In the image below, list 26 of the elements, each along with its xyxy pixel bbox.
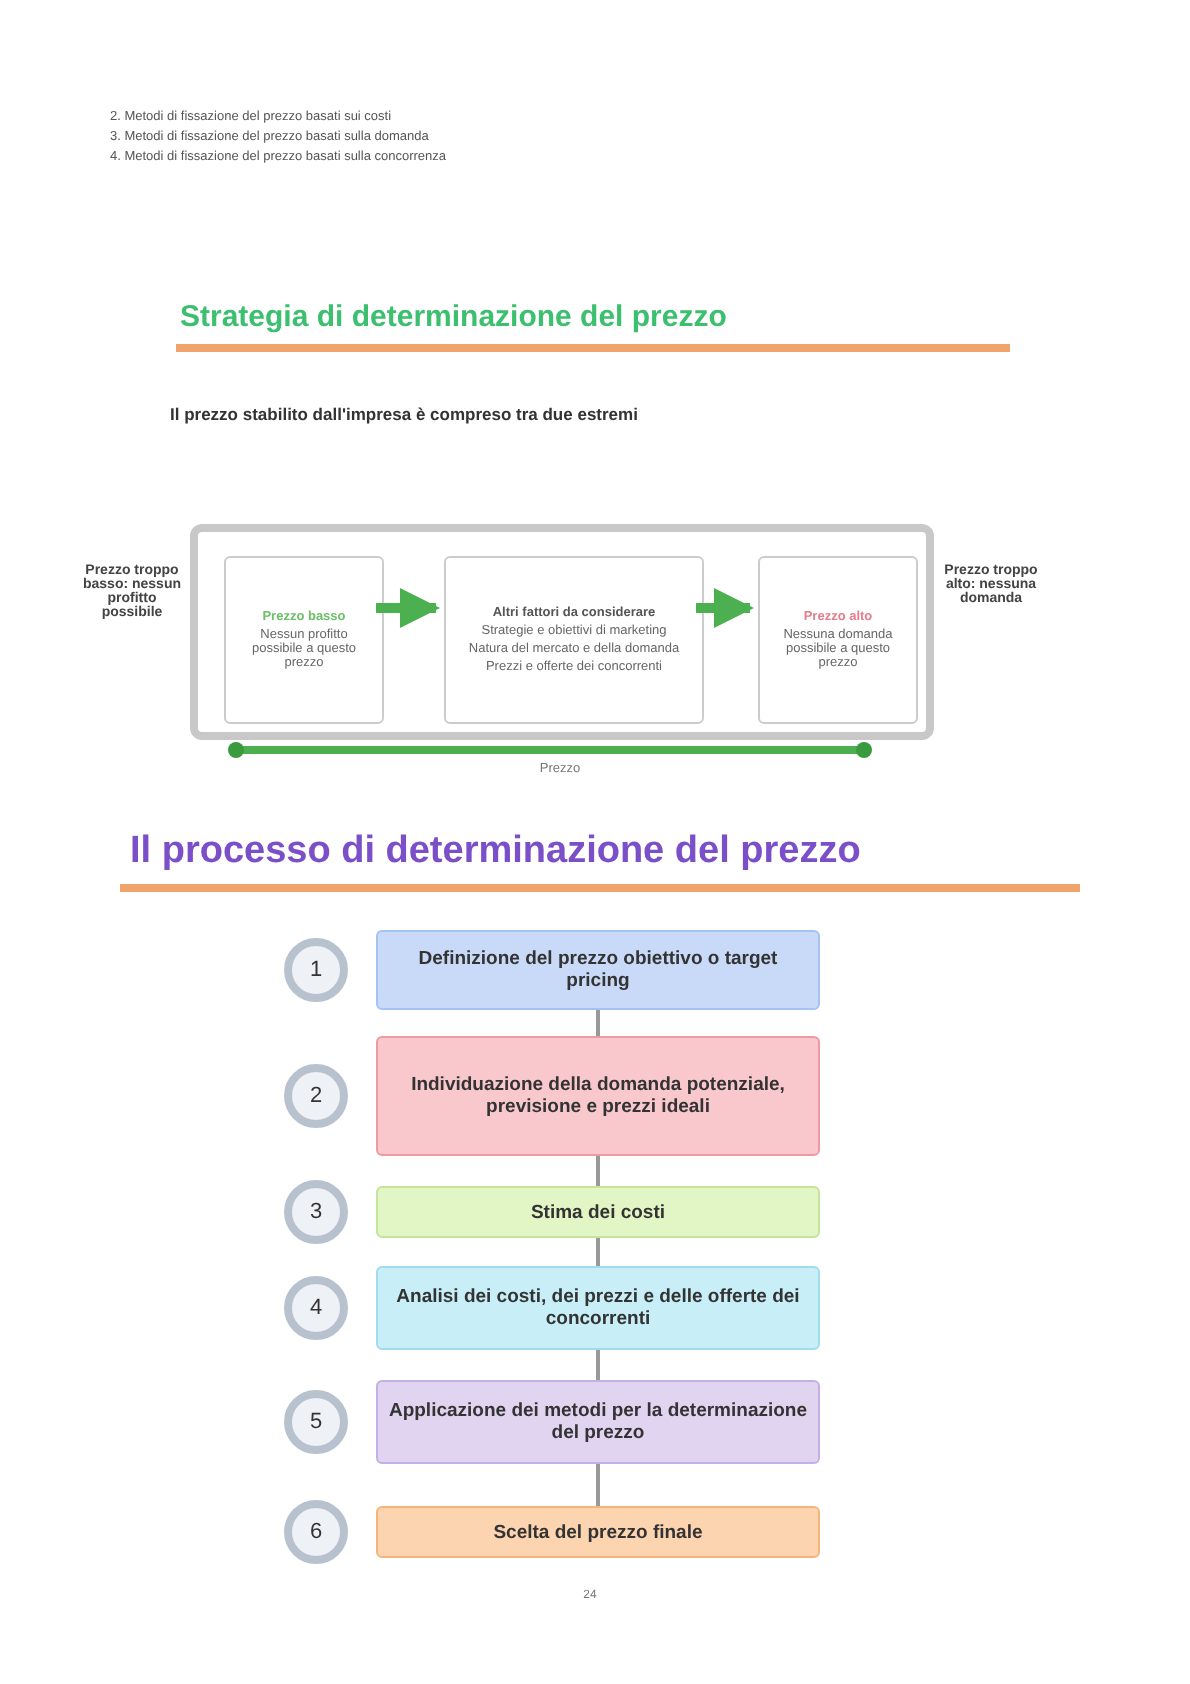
section-heading: Strategia di determinazione del prezzo	[180, 300, 729, 334]
connector-line	[596, 1156, 600, 1186]
price-box	[758, 556, 918, 724]
section-heading: Il processo di determinazione del prezzo	[130, 830, 863, 874]
price-box	[224, 556, 384, 724]
connector-line	[596, 1464, 600, 1506]
step-box: Stima dei costi	[376, 1186, 820, 1238]
step-box: Applicazione dei metodi per la determinazione del prezzo	[376, 1380, 820, 1464]
step-box: Individuazione della domanda potenziale, previsione e prezzi ideali	[376, 1036, 820, 1156]
step-number-circle: 2	[284, 1064, 348, 1128]
connector-line	[596, 1010, 600, 1036]
step-box: Analisi dei costi, dei prezzi e delle offerte dei concorrenti	[376, 1266, 820, 1350]
step-number-circle: 4	[284, 1276, 348, 1340]
step-box: Definizione del prezzo obiettivo o target pricing	[376, 930, 820, 1010]
arrow	[376, 588, 440, 628]
step-box: Scelta del prezzo finale	[376, 1506, 820, 1558]
step-number-circle: 6	[284, 1500, 348, 1564]
step-number-circle: 3	[284, 1180, 348, 1244]
step-number-circle: 1	[284, 938, 348, 1002]
factor-box	[444, 556, 704, 724]
step-number-circle: 5	[284, 1390, 348, 1454]
intro-text: Il prezzo stabilito dall'impresa è compreso tra due estremi	[170, 404, 640, 424]
connector-line	[596, 1350, 600, 1380]
frame-box	[190, 524, 934, 740]
connector-line	[596, 1238, 600, 1266]
arrow	[696, 588, 754, 628]
